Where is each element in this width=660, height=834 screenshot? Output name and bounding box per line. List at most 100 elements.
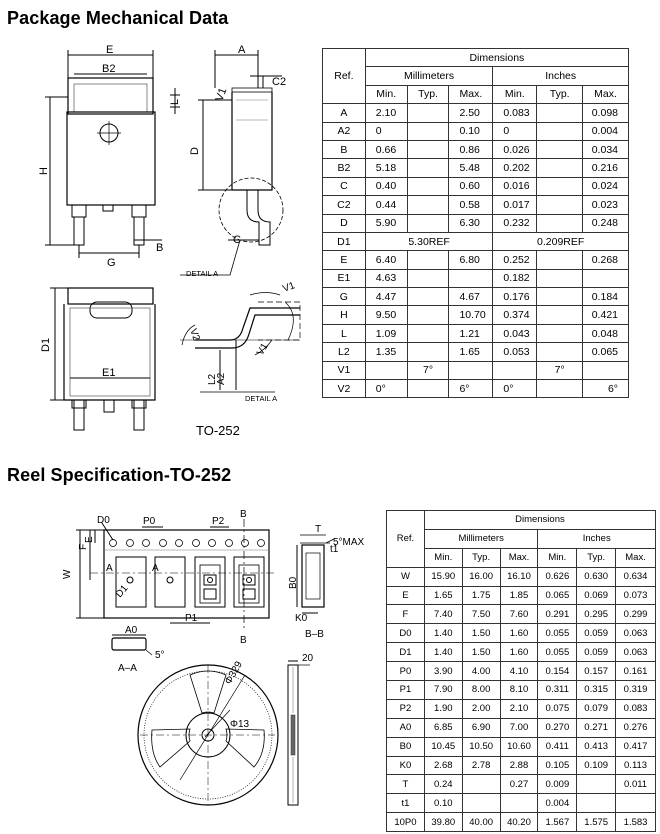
row-ref: L2 <box>322 342 366 362</box>
cell-in-typ: 0.271 <box>576 717 617 738</box>
row-ref: K0 <box>386 755 425 776</box>
cell-in-max: 6° <box>582 379 629 399</box>
cell-in-max: 0.113 <box>615 755 656 776</box>
cell-in-max: 0.276 <box>615 717 656 738</box>
cell-mm-max: 1.60 <box>499 642 539 663</box>
cell-in-typ: 0.157 <box>576 661 617 682</box>
cell-in-typ <box>536 323 584 344</box>
reel-label-e: E <box>84 536 95 543</box>
cell-in-min: 0.065 <box>537 585 578 606</box>
header-in-max: Max. <box>615 547 656 568</box>
cell-mm-typ <box>406 323 450 344</box>
cell-in-min: 0.053 <box>492 342 538 362</box>
cell-in-min: 0.055 <box>537 642 578 663</box>
cell-mm-min: 0.10 <box>423 793 463 814</box>
header-inches: Inches <box>492 66 629 86</box>
cell-mm-min: 3.90 <box>423 661 463 682</box>
header-mm-max: Max. <box>499 547 539 568</box>
cell-mm-typ: 2.00 <box>461 698 501 719</box>
cell-mm-min: 1.65 <box>423 585 463 606</box>
row-ref: G <box>322 287 366 307</box>
dim-label-e1: E1 <box>102 367 115 379</box>
cell-mm-min: 1.09 <box>364 323 408 344</box>
cell-mm-min: 9.50 <box>364 305 408 325</box>
reel-label-f: F <box>78 544 89 550</box>
cell-mm-min: 7.40 <box>423 604 463 625</box>
cell-mm-min: 4.47 <box>364 287 408 307</box>
cell-mm-min: 2.68 <box>423 755 463 776</box>
cell-in-min: 0.374 <box>492 305 538 325</box>
cell-mm-min: 0.24 <box>423 774 463 795</box>
cell-in-typ: 0.315 <box>576 680 617 700</box>
cell-mm-max: 1.65 <box>448 342 494 362</box>
cell-in-max <box>582 360 629 381</box>
dim-label-l: L <box>169 99 181 105</box>
cell-mm-typ: 7.50 <box>461 604 501 625</box>
cell-in-min: 0.252 <box>492 250 538 270</box>
cell-in-min: 0.311 <box>537 680 578 700</box>
cell-mm-min: 6.85 <box>423 717 463 738</box>
cell-mm-max: 2.88 <box>499 755 539 776</box>
reel-label-p0: P0 <box>143 516 156 527</box>
cell-in-min: 0.232 <box>492 213 538 233</box>
cell-mm-min: 0.66 <box>364 139 408 160</box>
cell-in-typ <box>536 342 584 362</box>
row-ref: B2 <box>322 158 366 178</box>
cell-mm-max: 4.10 <box>499 661 539 682</box>
cell-mm-typ <box>461 774 501 795</box>
dim-label-v2: V2 <box>187 327 202 343</box>
header-mm-min: Min. <box>364 84 408 105</box>
row-ref: F <box>386 604 425 625</box>
dim-label-a: A <box>238 44 246 56</box>
cell-in-min: 0.017 <box>492 195 538 215</box>
header-mm-min: Min. <box>423 547 463 568</box>
cell-mm-typ: 1.75 <box>461 585 501 606</box>
cell-mm-min: 4.63 <box>364 268 408 289</box>
cell-in-typ <box>536 176 584 197</box>
reel-label-a-left: A <box>106 563 113 574</box>
reel-label-k0: K0 <box>295 613 308 624</box>
cell-mm-typ <box>461 793 501 814</box>
cell-in-min: 0.016 <box>492 176 538 197</box>
cell-in-max: 0.268 <box>582 250 629 270</box>
row-ref: A0 <box>386 717 425 738</box>
cell-in-typ: 0.630 <box>576 566 617 587</box>
cell-mm-min: 6.40 <box>364 250 408 270</box>
cell-in-max: 0.011 <box>615 774 656 795</box>
cell-mm-typ: 10.50 <box>461 736 501 757</box>
cell-mm-ref: 5.30REF <box>364 231 494 252</box>
cell-in-max <box>615 793 656 814</box>
reel-label-t1: t1 <box>330 544 339 555</box>
row-ref: L <box>322 323 366 344</box>
package-mechanical-title: Package Mechanical Data <box>7 8 229 28</box>
cell-mm-typ <box>406 342 450 362</box>
cell-mm-min <box>364 360 408 381</box>
cell-mm-typ: 8.00 <box>461 680 501 700</box>
cell-in-min: 0.291 <box>537 604 578 625</box>
cell-in-typ: 0.059 <box>576 642 617 663</box>
cell-mm-min: 15.90 <box>423 566 463 587</box>
header-in-max: Max. <box>582 84 629 105</box>
cell-in-max: 0.023 <box>582 195 629 215</box>
row-ref: C2 <box>322 195 366 215</box>
reel-label-5deg: 5° <box>155 650 165 661</box>
cell-in-max: 0.184 <box>582 287 629 307</box>
cell-mm-min: 0.44 <box>364 195 408 215</box>
cell-mm-typ <box>406 103 450 123</box>
cell-in-max: 0.161 <box>615 661 656 682</box>
header-mm-max: Max. <box>448 84 494 105</box>
row-ref: D1 <box>322 231 366 252</box>
cell-mm-max: 1.21 <box>448 323 494 344</box>
cell-mm-typ <box>406 213 450 233</box>
cell-mm-max: 5.48 <box>448 158 494 178</box>
cell-in-min: 0.004 <box>537 793 578 814</box>
